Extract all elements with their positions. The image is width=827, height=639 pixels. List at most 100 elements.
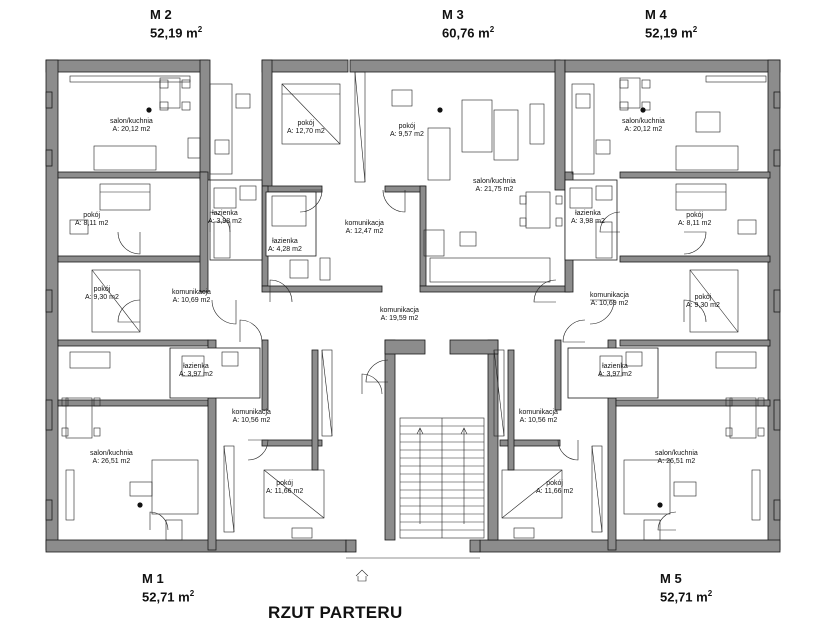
room-marker-dot xyxy=(146,107,152,113)
wall-segment xyxy=(479,539,781,553)
kitchen-counter-icon xyxy=(571,83,595,175)
chair-icon xyxy=(757,397,765,407)
dining-table-icon xyxy=(619,77,641,109)
wall-segment xyxy=(45,499,53,521)
chair-icon xyxy=(181,101,191,111)
room-marker-dot xyxy=(640,107,646,113)
shower-icon xyxy=(595,221,613,259)
wall-segment xyxy=(57,399,209,407)
sink-icon xyxy=(235,93,251,109)
wall-segment xyxy=(45,289,53,313)
door-swing xyxy=(211,299,237,325)
bed-cover xyxy=(689,269,739,333)
wall-segment xyxy=(384,339,426,355)
kitchen-counter-icon xyxy=(715,351,757,369)
wall-segment xyxy=(45,399,53,431)
washbasin-icon xyxy=(319,257,331,281)
wardrobe-hatch xyxy=(223,445,235,533)
apartment-m2-area: 52,19 m2 xyxy=(150,25,203,41)
shower-icon xyxy=(271,195,307,227)
apartment-m4-name: M 4 xyxy=(645,7,667,22)
wall-segment xyxy=(261,439,323,447)
wardrobe-hatch xyxy=(493,349,505,437)
bed-icon xyxy=(427,127,451,181)
wall-segment xyxy=(311,349,319,471)
armchair-icon xyxy=(187,137,201,159)
wall-segment xyxy=(554,59,566,191)
door-swing xyxy=(557,439,579,461)
partition-wall xyxy=(169,347,261,399)
bathtub-icon xyxy=(599,355,623,377)
shower-icon xyxy=(213,221,231,259)
chair-icon xyxy=(641,79,651,89)
room-marker-dot xyxy=(657,502,663,508)
toilet-icon xyxy=(239,185,257,201)
partition-wall xyxy=(265,191,317,257)
stair-arrowhead xyxy=(416,427,424,435)
wall-segment xyxy=(773,149,781,167)
desk-icon xyxy=(513,527,535,539)
wall-segment xyxy=(449,339,499,355)
bed-icon xyxy=(689,269,739,333)
wall-segment xyxy=(419,285,571,293)
apartment-m1-name: M 1 xyxy=(142,571,164,586)
sofa-icon xyxy=(675,145,739,171)
apartment-m3-label: M 3 60,76 m2 xyxy=(442,8,494,41)
door-swing xyxy=(683,231,707,255)
bathtub-icon xyxy=(569,187,593,209)
door-swing xyxy=(117,299,141,323)
toilet-icon xyxy=(221,351,239,367)
door-swing xyxy=(247,439,269,461)
wall-segment xyxy=(45,91,53,109)
coffee-table-icon xyxy=(129,481,153,497)
bed-icon xyxy=(501,469,563,519)
door-swing xyxy=(683,299,707,323)
coffee-table-icon xyxy=(695,111,721,133)
plan-title: RZUT PARTERU xyxy=(268,603,403,622)
wall-segment xyxy=(45,59,209,73)
bed-cover xyxy=(91,269,141,333)
desk-icon xyxy=(737,219,757,235)
chair-icon xyxy=(519,217,527,227)
wardrobe-icon xyxy=(493,349,505,437)
wall-segment xyxy=(554,339,562,411)
door-swing xyxy=(533,279,557,303)
wall-segment xyxy=(469,539,481,553)
chair-icon xyxy=(93,427,101,437)
bathtub-icon xyxy=(213,187,237,209)
desk-icon xyxy=(291,527,313,539)
chair-icon xyxy=(555,217,563,227)
apartment-m5-label: M 5 52,71 m2 xyxy=(660,572,712,605)
wall-segment xyxy=(261,285,383,293)
apartment-m1-area: 52,71 m2 xyxy=(142,589,195,605)
desk-icon xyxy=(69,219,89,235)
chair-icon xyxy=(555,195,563,205)
wall-segment xyxy=(207,339,217,551)
wall-segment xyxy=(499,439,561,447)
sofa-icon xyxy=(623,459,671,515)
wall-segment xyxy=(261,59,349,73)
wall-segment xyxy=(619,171,771,179)
chair-icon xyxy=(519,195,527,205)
wall-segment xyxy=(57,255,207,263)
chair-icon xyxy=(61,427,69,437)
furniture-layer xyxy=(61,71,767,582)
apartment-m1-label: M 1 52,71 m2 xyxy=(142,571,195,605)
chair-icon xyxy=(619,101,629,111)
chair-icon xyxy=(181,79,191,89)
stair-arrowhead xyxy=(460,427,468,435)
wardrobe-icon xyxy=(354,71,366,183)
door-swing xyxy=(361,373,383,395)
